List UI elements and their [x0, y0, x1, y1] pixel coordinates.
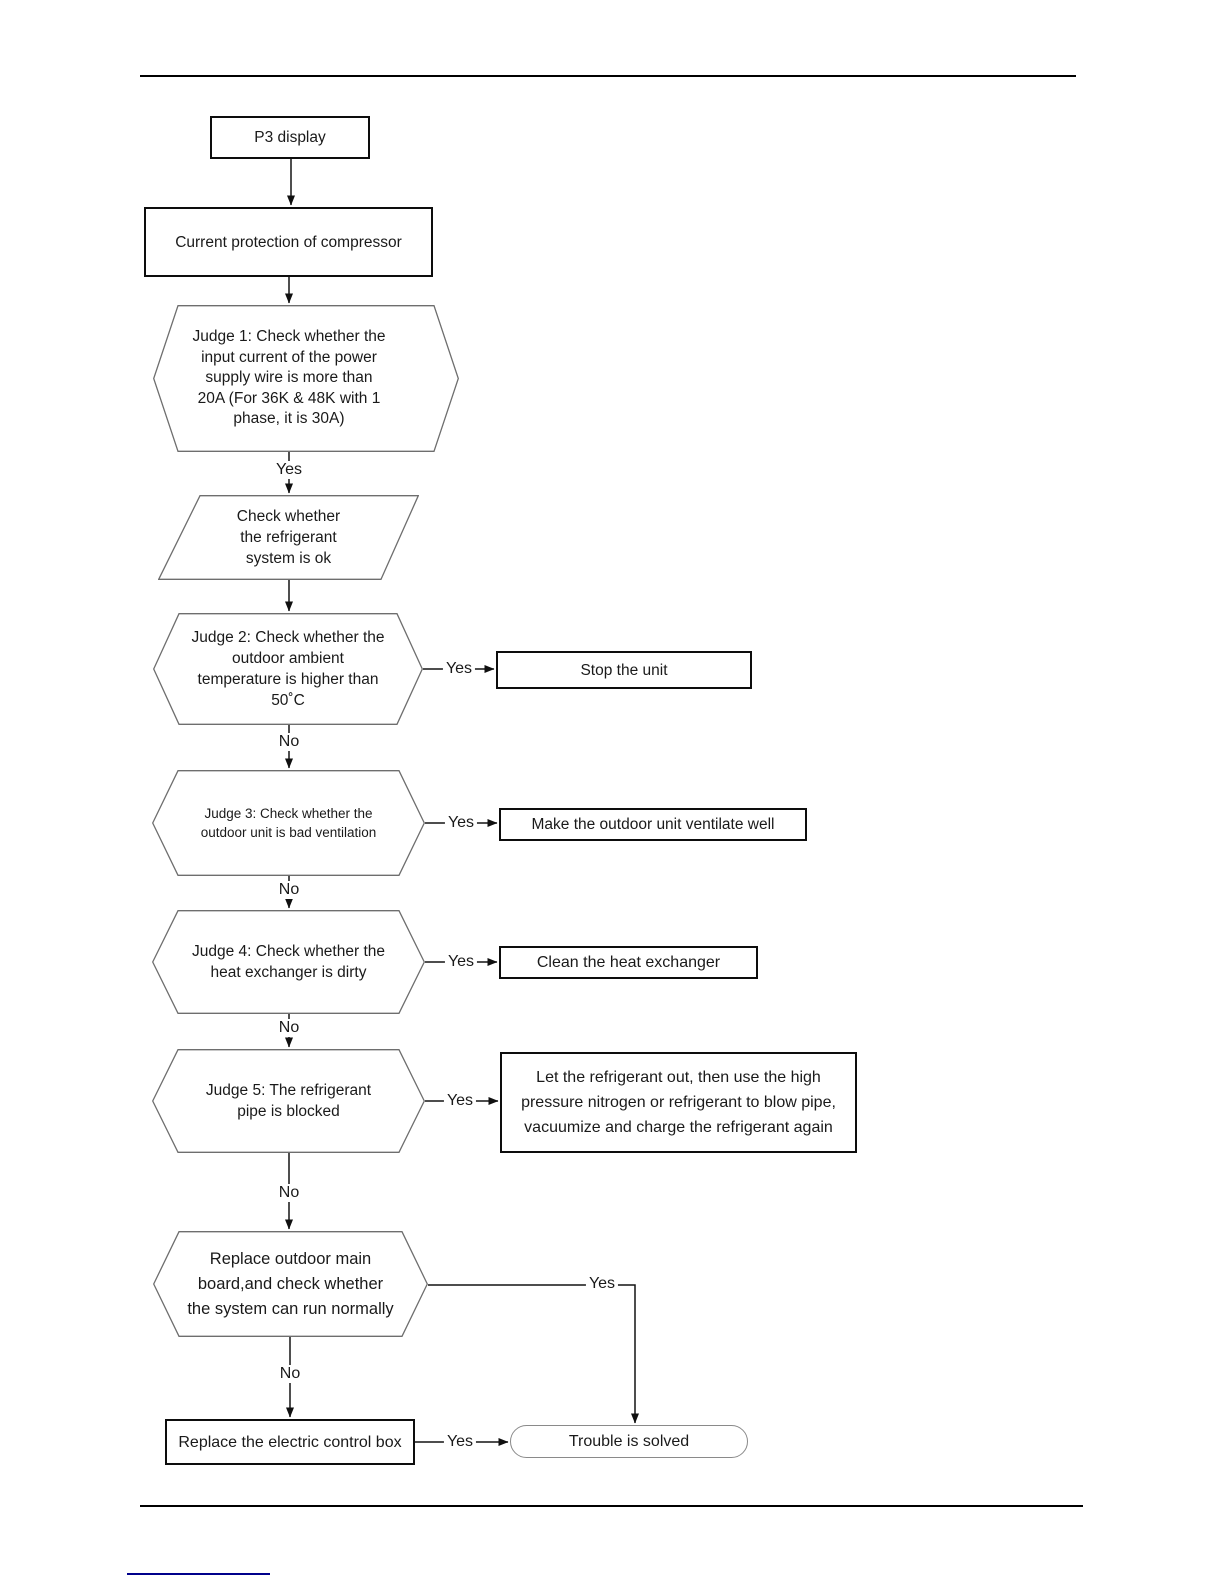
- node-replace-main-board-label: Replace outdoor main board,and check whe…: [187, 1249, 394, 1318]
- judge3-hexagon-outline: [152, 770, 425, 876]
- edge-label-replace-board-no: No: [276, 1365, 304, 1383]
- node-clean-heat-exchanger: Clean the heat exchanger: [499, 946, 758, 979]
- edge-board-yes: [428, 1284, 639, 1424]
- node-judge4-hexagon: Judge 4: Check whether the heat exchange…: [152, 910, 425, 1014]
- node-judge1-label: Judge 1: Check whether the input current…: [192, 328, 386, 428]
- node-replace-electric-box: Replace the electric control box: [165, 1419, 415, 1465]
- judge4-hexagon-outline: [152, 910, 425, 1014]
- edge-label-judge3-yes: Yes: [444, 814, 478, 832]
- edge-label-judge3-no: No: [275, 881, 303, 899]
- refrigerant-check-outline: [158, 495, 419, 580]
- node-stop-unit-label: Stop the unit: [580, 661, 668, 679]
- edge-label-judge2-no: No: [275, 733, 303, 751]
- judge2-hexagon-outline: [153, 613, 423, 725]
- judge5-hexagon-outline: [152, 1049, 425, 1153]
- node-refrigerant-fix-label: Let the refrigerant out, then use the hi…: [521, 1069, 836, 1136]
- node-clean-heat-exchanger-label: Clean the heat exchanger: [536, 954, 721, 971]
- node-refrigerant-check-label: Check whether the refrigerant system is …: [236, 508, 341, 567]
- node-judge5-hexagon: Judge 5: The refrigerant pipe is blocked: [152, 1049, 425, 1153]
- edge-label-judge5-yes: Yes: [443, 1092, 477, 1110]
- node-p3-display-label: P3 display: [254, 129, 326, 146]
- footer-link-underline: [127, 1573, 270, 1575]
- node-replace-electric-box-label: Replace the electric control box: [178, 1433, 402, 1451]
- node-trouble-solved: Trouble is solved: [510, 1425, 748, 1458]
- edge-label-replace-board-yes: Yes: [585, 1275, 619, 1293]
- edge-label-judge2-yes: Yes: [442, 660, 476, 678]
- node-judge3-label: Judge 3: Check whether the outdoor unit …: [200, 806, 377, 840]
- node-current-protection: Current protection of compressor: [144, 207, 433, 277]
- node-stop-unit: Stop the unit: [496, 651, 752, 689]
- top-rule: [140, 75, 1076, 77]
- node-replace-main-board-hexagon: Replace outdoor main board,and check whe…: [153, 1231, 428, 1337]
- node-judge5-label: Judge 5: The refrigerant pipe is blocked: [205, 1082, 372, 1120]
- node-p3-display: P3 display: [210, 116, 370, 159]
- replace-main-board-outline: [153, 1231, 428, 1337]
- node-judge2-label: Judge 2: Check whether the outdoor ambie…: [191, 629, 385, 709]
- node-ventilate-well: Make the outdoor unit ventilate well: [499, 808, 807, 841]
- node-trouble-solved-label: Trouble is solved: [568, 1433, 690, 1450]
- node-judge4-label: Judge 4: Check whether the heat exchange…: [191, 943, 385, 981]
- bottom-rule: [140, 1505, 1083, 1507]
- judge1-hexagon-outline: [153, 305, 459, 452]
- edge-label-judge4-yes: Yes: [444, 953, 478, 971]
- edge-label-judge4-no: No: [275, 1019, 303, 1037]
- edge-label-replace-box-yes: Yes: [443, 1433, 477, 1451]
- edge-label-judge1-yes: Yes: [272, 461, 306, 479]
- node-current-protection-label: Current protection of compressor: [175, 233, 402, 251]
- node-judge3-hexagon: Judge 3: Check whether the outdoor unit …: [152, 770, 425, 876]
- node-refrigerant-fix: Let the refrigerant out, then use the hi…: [500, 1052, 857, 1153]
- node-judge2-hexagon: Judge 2: Check whether the outdoor ambie…: [153, 613, 423, 725]
- node-ventilate-well-label: Make the outdoor unit ventilate well: [531, 816, 775, 833]
- node-judge1-hexagon: Judge 1: Check whether the input current…: [153, 305, 459, 452]
- edge-label-judge5-no: No: [275, 1184, 303, 1202]
- node-refrigerant-check-parallelogram: Check whether the refrigerant system is …: [158, 495, 419, 580]
